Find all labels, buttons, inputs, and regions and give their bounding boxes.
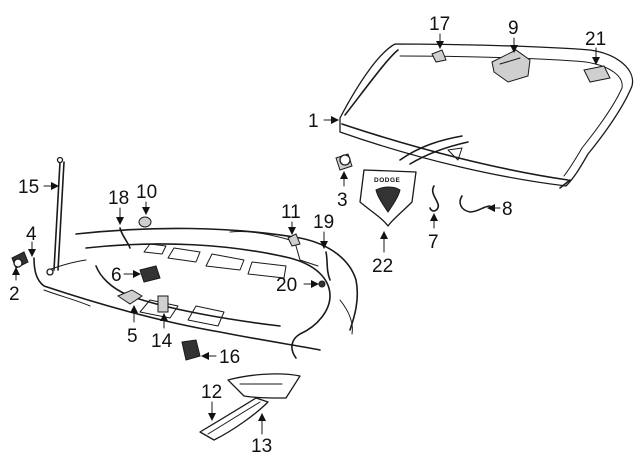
callout-22: 22 — [372, 256, 393, 277]
callout-labels: 1 2 3 4 5 6 7 8 9 10 11 12 13 14 15 16 1… — [9, 14, 606, 457]
callout-14: 14 — [151, 331, 173, 352]
part-12-13-seal — [199, 373, 301, 441]
callout-11: 11 — [281, 202, 301, 223]
part-14-grommet — [157, 295, 169, 313]
callout-7: 7 — [428, 232, 439, 253]
nameplate-text: DODGE — [374, 177, 401, 184]
prop-rod — [46, 156, 65, 276]
callout-10: 10 — [136, 182, 157, 203]
part-8-cable — [459, 195, 491, 213]
part-16-latch — [181, 339, 201, 361]
part-7-hinge-rod — [429, 185, 440, 212]
part-5-bracket — [116, 289, 143, 305]
hood-panel — [339, 43, 634, 189]
callout-6: 6 — [111, 265, 122, 286]
callout-20: 20 — [276, 275, 297, 296]
part-11-clip — [287, 233, 301, 247]
callout-16: 16 — [219, 347, 240, 368]
part-20-clip — [318, 280, 326, 288]
part-18-bracket — [119, 227, 131, 249]
part-17-bumper — [431, 49, 447, 63]
callout-17: 17 — [429, 14, 450, 35]
callout-9: 9 — [508, 18, 519, 39]
callout-12: 12 — [201, 382, 222, 403]
callout-19: 19 — [313, 212, 334, 233]
cowl-body — [33, 227, 359, 359]
callout-3: 3 — [337, 190, 348, 211]
part-9-hinge — [491, 49, 531, 83]
part-19-hinge-arm — [325, 251, 331, 281]
dodge-nameplate: DODGE — [359, 169, 417, 227]
callout-2: 2 — [9, 284, 20, 305]
leader-lines — [12, 33, 600, 435]
callout-13: 13 — [251, 436, 272, 457]
callout-8: 8 — [502, 199, 513, 220]
callout-21: 21 — [585, 29, 606, 50]
part-21-bumper — [583, 65, 611, 83]
callout-4: 4 — [26, 224, 37, 245]
part-10-clip — [138, 216, 152, 228]
part-3-bumper — [335, 153, 353, 171]
callout-18: 18 — [108, 188, 129, 209]
callout-5: 5 — [127, 326, 138, 347]
part-2-bumper — [11, 251, 29, 269]
part-6-latch — [139, 265, 161, 283]
callout-1: 1 — [308, 111, 319, 132]
callout-15: 15 — [18, 177, 39, 198]
